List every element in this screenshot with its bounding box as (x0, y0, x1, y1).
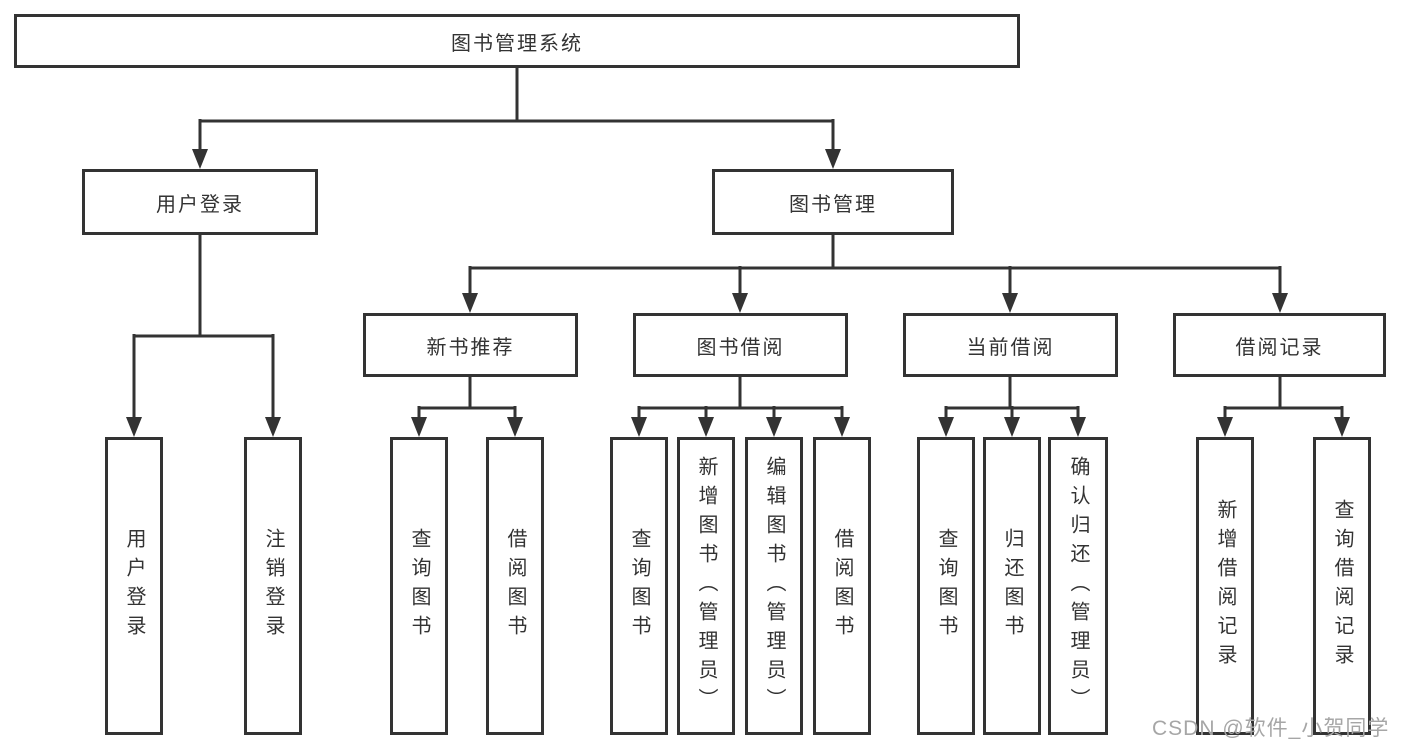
node-book-management: 图书管理 (712, 169, 954, 235)
arrowheads (126, 149, 1350, 437)
node-current-borrow: 当前借阅 (903, 313, 1118, 377)
leaf-add-books-admin: 新增图书（管理员） (677, 437, 735, 735)
leaf-logout: 注销登录 (244, 437, 302, 735)
leaf-return-books: 归还图书 (983, 437, 1041, 735)
leaf-user-login: 用户登录 (105, 437, 163, 735)
node-user-login: 用户登录 (82, 169, 318, 235)
leaf-borrow-query-books: 查询图书 (610, 437, 668, 735)
leaf-edit-books-admin: 编辑图书（管理员） (745, 437, 803, 735)
csdn-watermark: CSDN @软件_小贺同学 (1152, 717, 1390, 740)
leaf-recommend-query-books: 查询图书 (390, 437, 448, 735)
leaf-query-borrow-record: 查询借阅记录 (1313, 437, 1371, 735)
leaf-borrow-books: 借阅图书 (813, 437, 871, 735)
leaf-recommend-borrow-books: 借阅图书 (486, 437, 544, 735)
node-borrow-record: 借阅记录 (1173, 313, 1386, 377)
leaf-add-borrow-record: 新增借阅记录 (1196, 437, 1254, 735)
node-book-borrow: 图书借阅 (633, 313, 848, 377)
node-library-management-system: 图书管理系统 (14, 14, 1020, 68)
node-new-book-recommend: 新书推荐 (363, 313, 578, 377)
leaf-confirm-return-admin: 确认归还（管理员） (1048, 437, 1108, 735)
leaf-current-query-books: 查询图书 (917, 437, 975, 735)
